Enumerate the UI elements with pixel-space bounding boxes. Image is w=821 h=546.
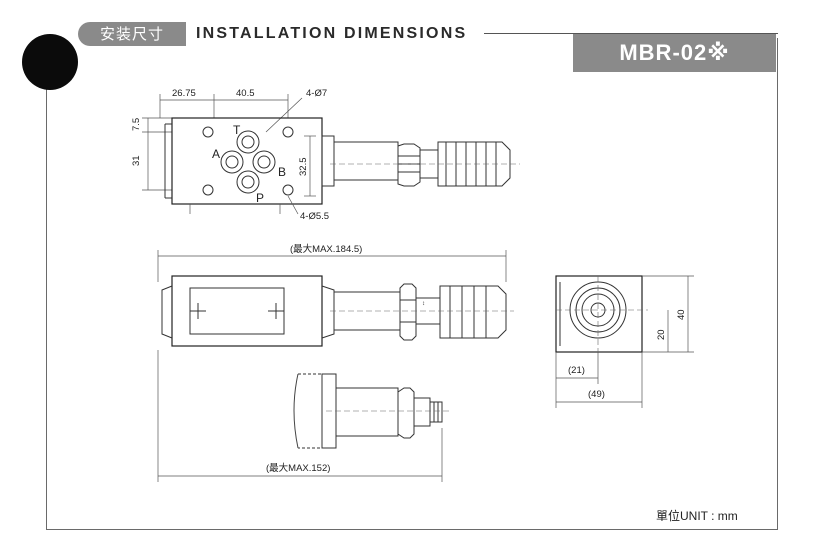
drawing-frame <box>46 38 778 530</box>
section-label-cn: 安装尺寸 <box>78 22 186 46</box>
unit-label: 單位UNIT : mm <box>656 509 738 523</box>
knob-marking: ↕ <box>422 301 425 307</box>
section-title: INSTALLATION DIMENSIONS <box>196 25 468 42</box>
port-b: B <box>278 165 286 179</box>
title-rule <box>484 33 778 34</box>
model-number: MBR-02※ <box>573 34 776 72</box>
dim-40-5: 40.5 <box>236 88 255 99</box>
dim-49: (49) <box>588 389 605 400</box>
dim-max-184-5: (最大MAX.184.5) <box>290 243 362 255</box>
top-view: 26.75 40.5 4-Ø7 7.5 31 T A B P 4-Ø5.5 <box>131 88 520 222</box>
dim-31: 31 <box>131 155 142 166</box>
dim-7-5: 7.5 <box>131 118 142 131</box>
dim-40: 40 <box>676 309 687 320</box>
end-view: 40 20 (21) (49) <box>555 275 694 408</box>
port-t: T <box>233 123 241 137</box>
port-p: P <box>256 191 264 205</box>
port-a: A <box>212 147 220 161</box>
cartridge-detail-view: (最大MAX.152) <box>157 350 450 482</box>
dim-32-5: 32.5 <box>298 158 309 177</box>
black-circle-badge <box>22 34 78 90</box>
dim-4-holes-5-5: 4-Ø5.5 <box>300 211 329 222</box>
dim-20: 20 <box>656 329 667 340</box>
side-view: (最大MAX.184.5) ↕ <box>157 243 514 347</box>
dim-max-152: (最大MAX.152) <box>266 462 330 474</box>
dim-4-holes-7: 4-Ø7 <box>306 88 327 99</box>
dim-26-75: 26.75 <box>172 88 196 99</box>
dim-21: (21) <box>568 365 585 376</box>
